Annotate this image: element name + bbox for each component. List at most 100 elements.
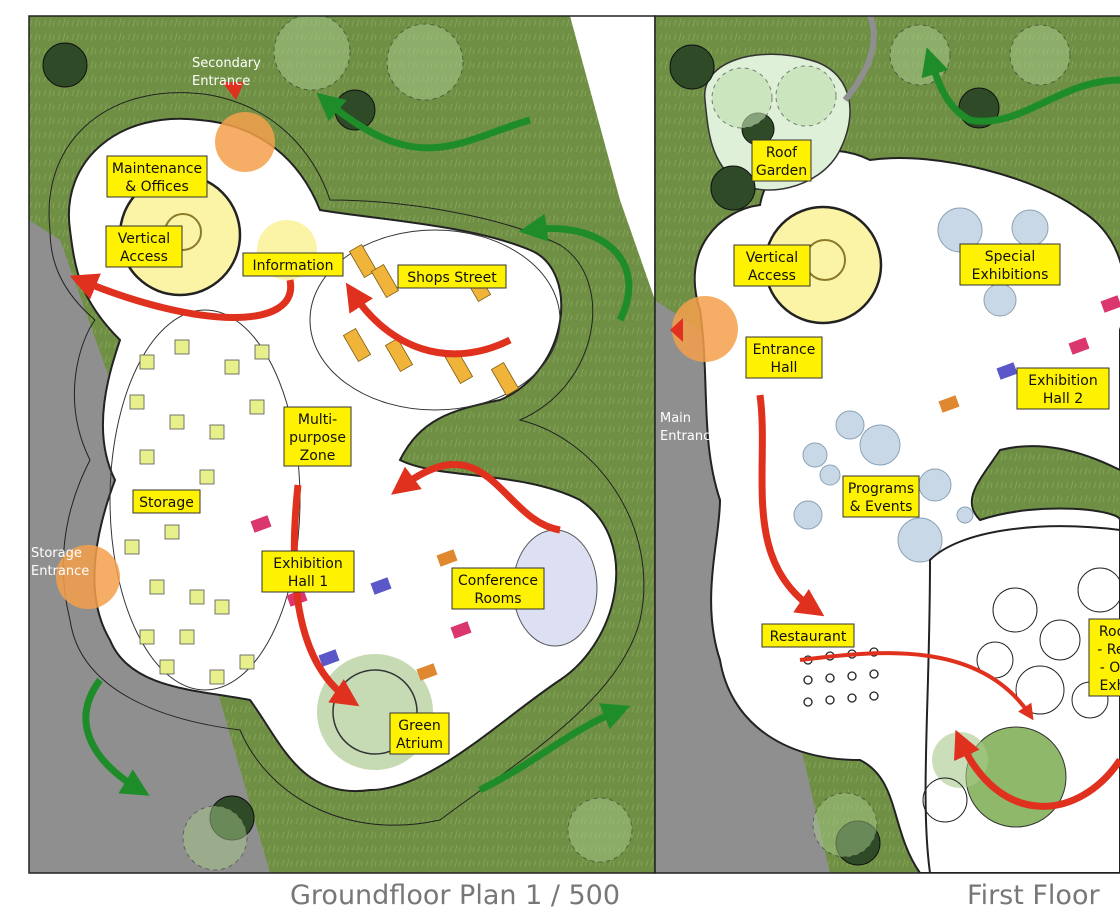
label-programs-events: Programs & Events [842, 475, 920, 518]
label-text-line: Entrance [192, 74, 250, 89]
label-text-line: Access [748, 268, 796, 284]
label-text-line: Green [398, 718, 440, 734]
label-restaurant: Restaurant [761, 623, 855, 648]
label-text-line: Secondary [192, 56, 261, 71]
trees-groundfloor [42, 16, 633, 871]
label-box [106, 155, 208, 198]
label-box [751, 139, 812, 182]
storage-entrance-marker [56, 545, 120, 609]
secondary-entrance-marker [215, 112, 275, 172]
label-box [1016, 367, 1110, 410]
label-box [733, 244, 811, 287]
main-entrance-triangle [670, 318, 683, 342]
label-text-line: Atrium [396, 736, 443, 752]
storage-boxes [124, 339, 270, 685]
label-text-line: Access [120, 249, 168, 265]
label-storage: Storage [132, 489, 201, 514]
label-roof-partial: Roof - Res - Ou Exhi [1088, 618, 1120, 697]
label-text-line: Garden [756, 163, 807, 179]
label-box [451, 567, 545, 610]
label-text-line: Exhibition [273, 556, 343, 572]
exhibit-objects [250, 515, 472, 681]
label-box [283, 406, 352, 467]
label-text-line: Restaurant [770, 629, 847, 645]
green-atrium-ring [332, 669, 418, 755]
roof-arch-line [842, 16, 877, 102]
label-information: Information [242, 252, 344, 277]
label-box [242, 252, 344, 277]
label-text-line: Vertical [118, 231, 170, 247]
label-text-line: Vertical [746, 250, 798, 266]
label-text-line: Entrance [31, 564, 89, 579]
label-box [132, 489, 201, 514]
building-outline-outer [48, 92, 645, 826]
label-text-line: - Ou [1100, 660, 1120, 676]
shops-zone [309, 229, 561, 411]
label-text-line: Maintenance [112, 161, 202, 177]
roof-terrace [922, 525, 1120, 873]
main-entrance-marker [672, 296, 738, 362]
firstfloor-caption: First Floor [967, 880, 1100, 911]
label-text-line: Exhibition [1028, 373, 1098, 389]
label-text-line: Shops Street [407, 270, 497, 286]
label-shops-street: Shops Street [397, 264, 507, 289]
label-text-line: Rooms [474, 591, 521, 607]
label-text-line: & Events [850, 499, 913, 515]
label-text-line: Multi- [298, 412, 337, 428]
label-box [397, 264, 507, 289]
label-box [105, 225, 183, 268]
label-text-line: & Offices [125, 179, 189, 195]
label-text-line: Exhi [1100, 678, 1120, 694]
label-box [261, 550, 355, 593]
label-text-line: Hall [771, 360, 798, 376]
pools-programs-events [793, 207, 1049, 563]
exhibit-objects-1f [938, 295, 1120, 413]
groundfloor-caption: Groundfloor Plan 1 / 500 [290, 880, 621, 911]
label-text-line: Roof [766, 145, 798, 161]
label-text-line: Roof [1099, 624, 1120, 640]
label-text-line: - Res [1097, 642, 1120, 658]
label-text-line: Storage [139, 495, 194, 511]
label-text-line: purpose [289, 430, 346, 446]
secondary-entrance-triangle [222, 82, 244, 100]
label-text-line: Zone [300, 448, 336, 464]
circulation-arrows-firstfloor [756, 47, 1120, 810]
label-text-line: Storage [31, 546, 82, 561]
label-text-line: Exhibitions [972, 267, 1049, 283]
label-text-line: Information [252, 258, 333, 274]
circulation-arrows-groundfloor [69, 92, 633, 796]
label-box [745, 336, 823, 379]
label-text-line: Entrance [660, 429, 718, 444]
firstfloor-frame [654, 15, 1120, 874]
label-box [761, 623, 855, 648]
label-box [389, 712, 450, 755]
label-text-line: Entrance [753, 342, 816, 358]
label-box [842, 475, 920, 518]
label-text-line: Hall 2 [1043, 391, 1083, 407]
label-box [1088, 618, 1120, 697]
label-maintenance-offices: Maintenance & Offices [106, 155, 208, 198]
label-box [959, 243, 1061, 286]
label-text-line: Programs [848, 481, 914, 497]
label-text-line: Special [985, 249, 1035, 265]
label-text-line: Main [660, 411, 691, 426]
paved-path-east [570, 16, 655, 300]
